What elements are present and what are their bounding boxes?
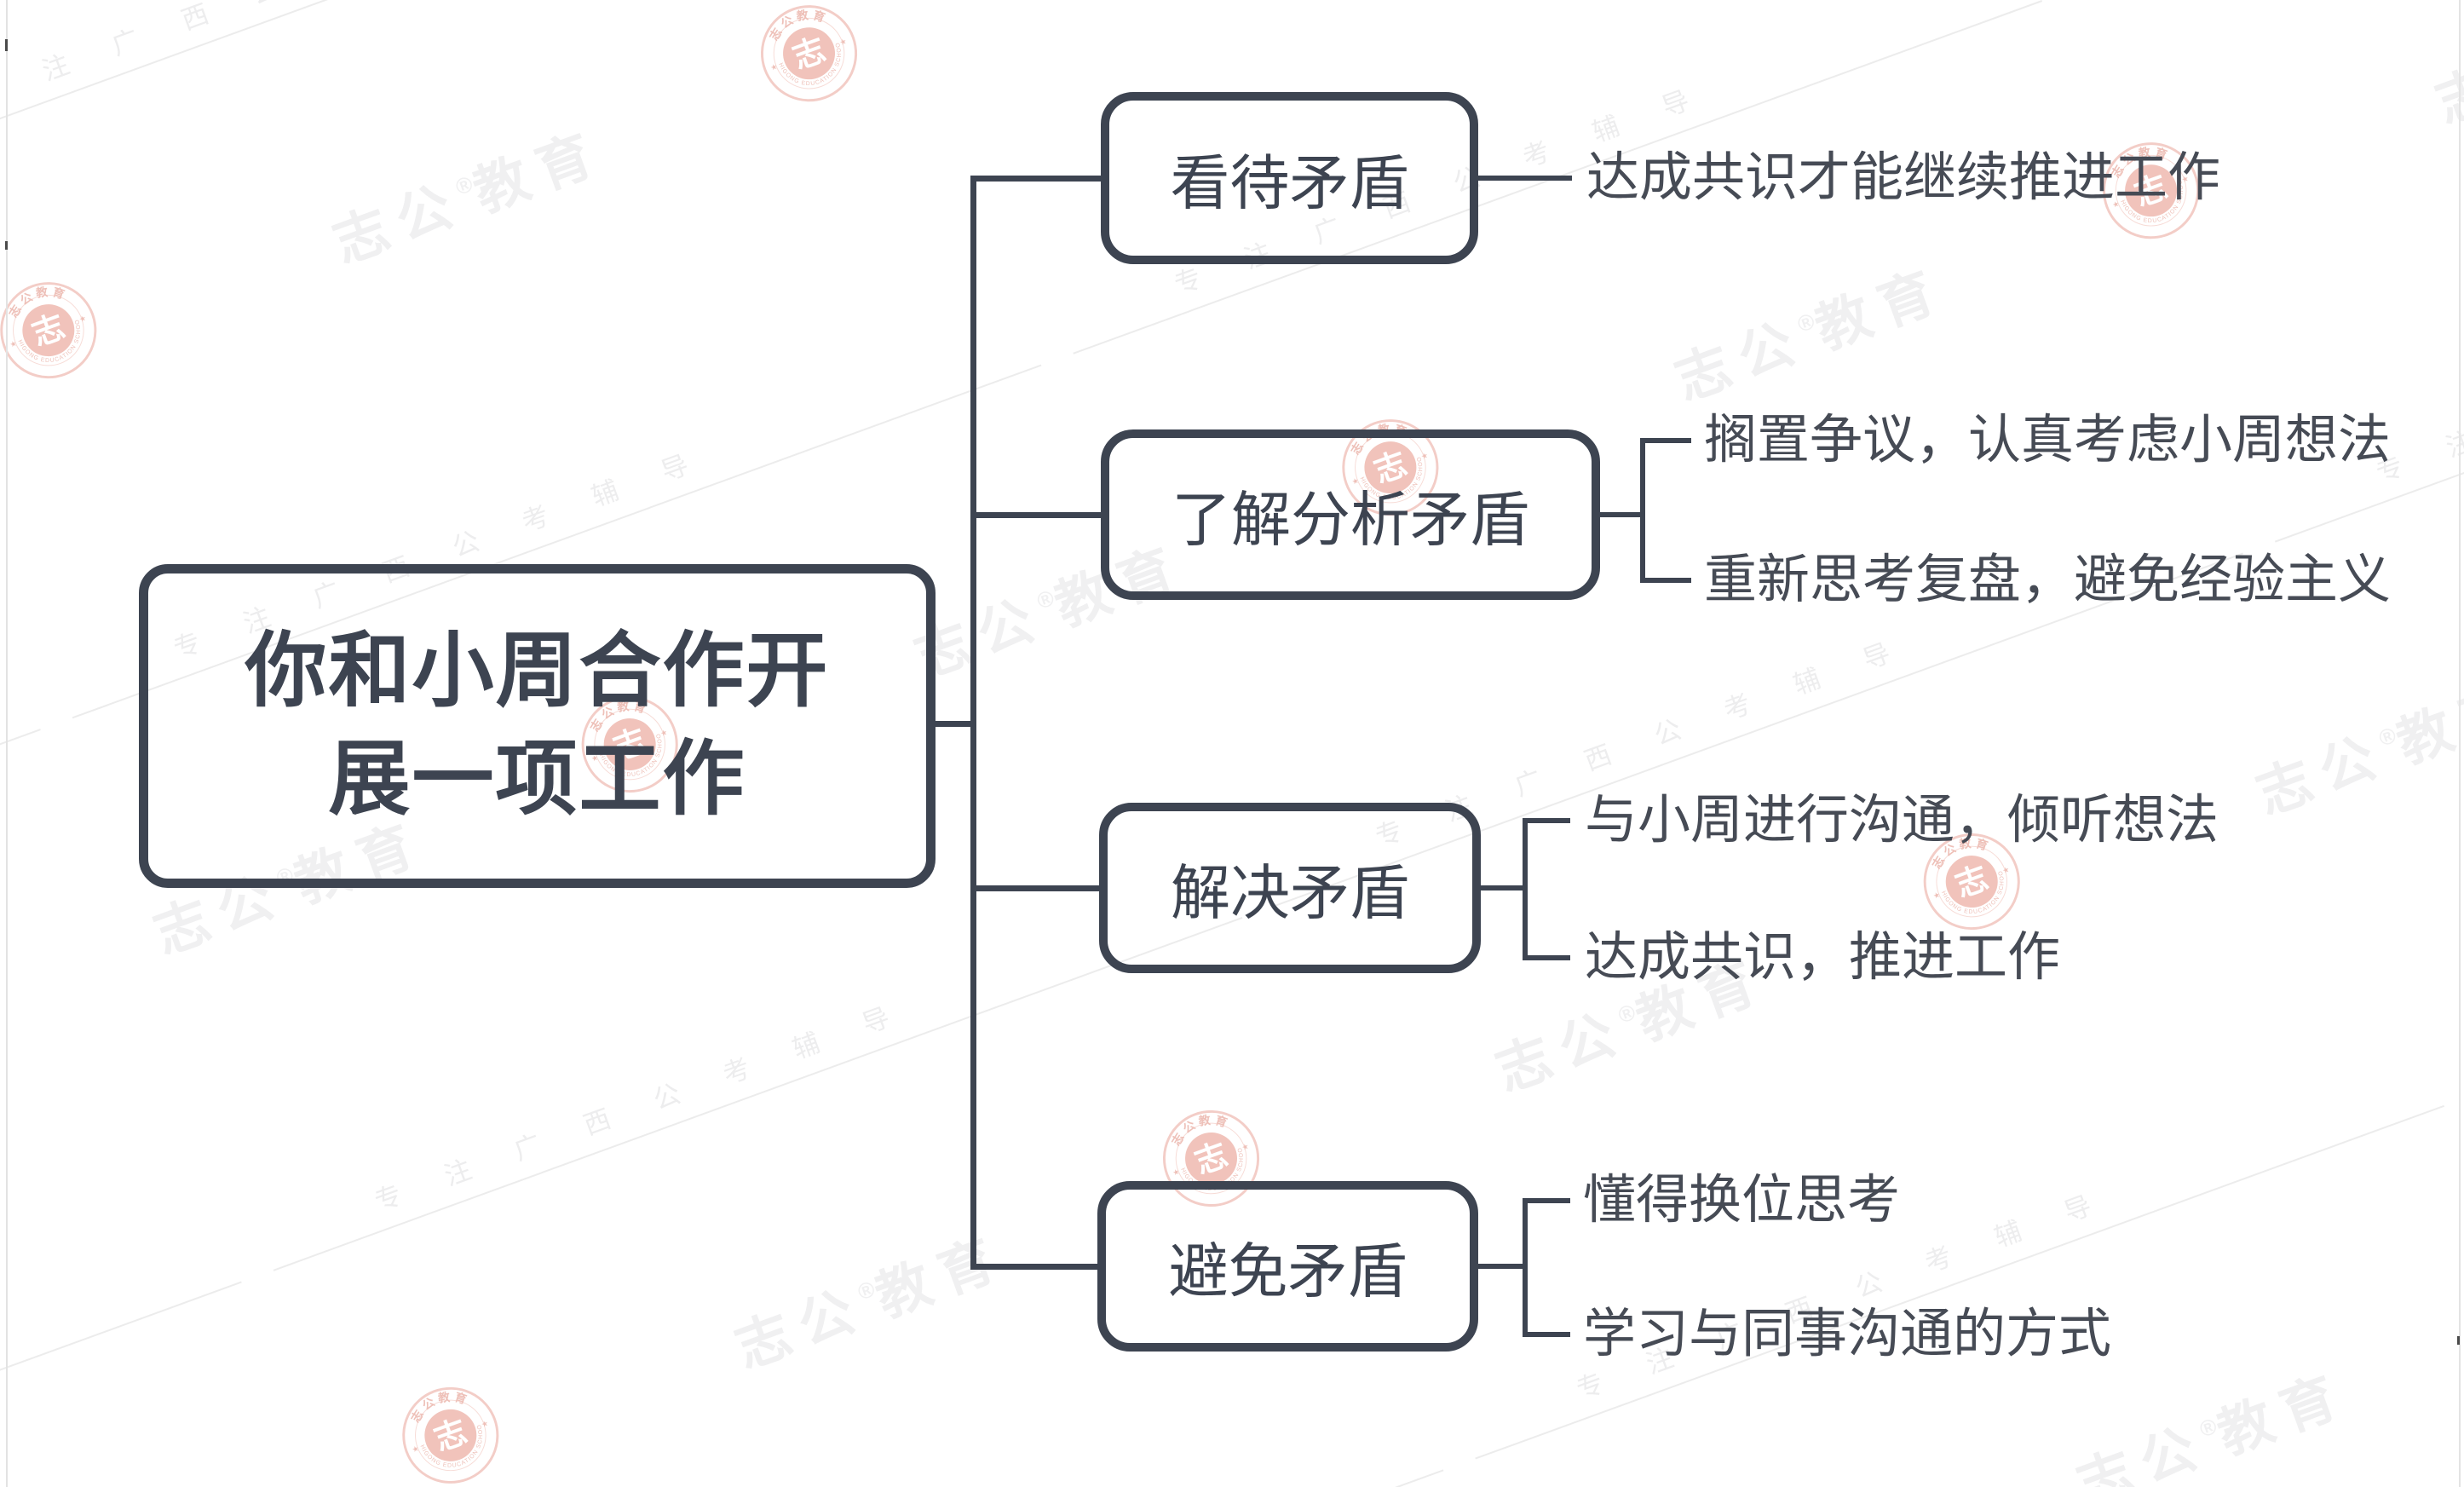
- leaf-text: 懂得换位思考: [1583, 1171, 1901, 1230]
- leaf-connector-3a: [1525, 818, 1570, 823]
- branch-connector-line-3: [976, 885, 1101, 891]
- branch-2-bracket-line: [1640, 438, 1645, 583]
- leaf-connector-4a: [1525, 1198, 1570, 1203]
- branch-label: 看待矛盾: [1170, 149, 1409, 216]
- branch-node-2: 了解分析矛盾: [1101, 429, 1600, 600]
- branch-3-stub-line: [1481, 885, 1525, 890]
- leaf-text: 与小周进行沟通，倾听想法: [1585, 791, 2219, 850]
- branch-2-stub-line: [1600, 512, 1643, 517]
- page-edge-tick: [5, 39, 8, 51]
- leaf-text: 学习与同事沟通的方式: [1583, 1305, 2112, 1363]
- page-edge-tick: [5, 241, 8, 250]
- leaf-connector-4b: [1525, 1332, 1570, 1337]
- branch-4-bracket-line: [1523, 1198, 1528, 1337]
- branch-node-1: 看待矛盾: [1101, 92, 1478, 264]
- branch-node-4: 避免矛盾: [1097, 1181, 1478, 1352]
- page-edge-tick: [2457, 1336, 2460, 1345]
- page-edge-line-left: [6, 0, 8, 1487]
- branch-connector-line-2: [976, 512, 1101, 518]
- branch-connector-line-4: [976, 1264, 1101, 1270]
- branch-label: 避免矛盾: [1168, 1237, 1408, 1305]
- branch-label: 解决矛盾: [1171, 859, 1409, 926]
- leaf-connector-2a: [1643, 438, 1691, 443]
- branch-3-bracket-line: [1523, 818, 1528, 960]
- root-node-label: 你和小周合作开 展一项工作: [245, 625, 830, 825]
- trunk-line: [970, 176, 976, 1270]
- branch-connector-line-1: [976, 176, 1101, 182]
- leaf-connector-3b: [1525, 955, 1570, 960]
- root-node: 你和小周合作开 展一项工作: [139, 564, 936, 888]
- leaf-connector-2b: [1643, 578, 1691, 583]
- leaf-text: 搁置争议，认真考虑小周想法: [1704, 411, 2392, 470]
- leaf-text: 重新思考复盘，避免经验主义: [1704, 550, 2392, 609]
- branch-4-stub-line: [1478, 1264, 1525, 1269]
- leaf-text: 达成共识，推进工作: [1585, 928, 2061, 987]
- branch-node-3: 解决矛盾: [1099, 803, 1481, 973]
- root-connector-line: [936, 721, 976, 727]
- branch-label: 了解分析矛盾: [1172, 486, 1529, 553]
- page-edge-line-right: [2459, 0, 2461, 1487]
- leaf-text: 达成共识才能继续推进工作: [1586, 148, 2221, 207]
- leaf-connector-1a: [1478, 176, 1572, 181]
